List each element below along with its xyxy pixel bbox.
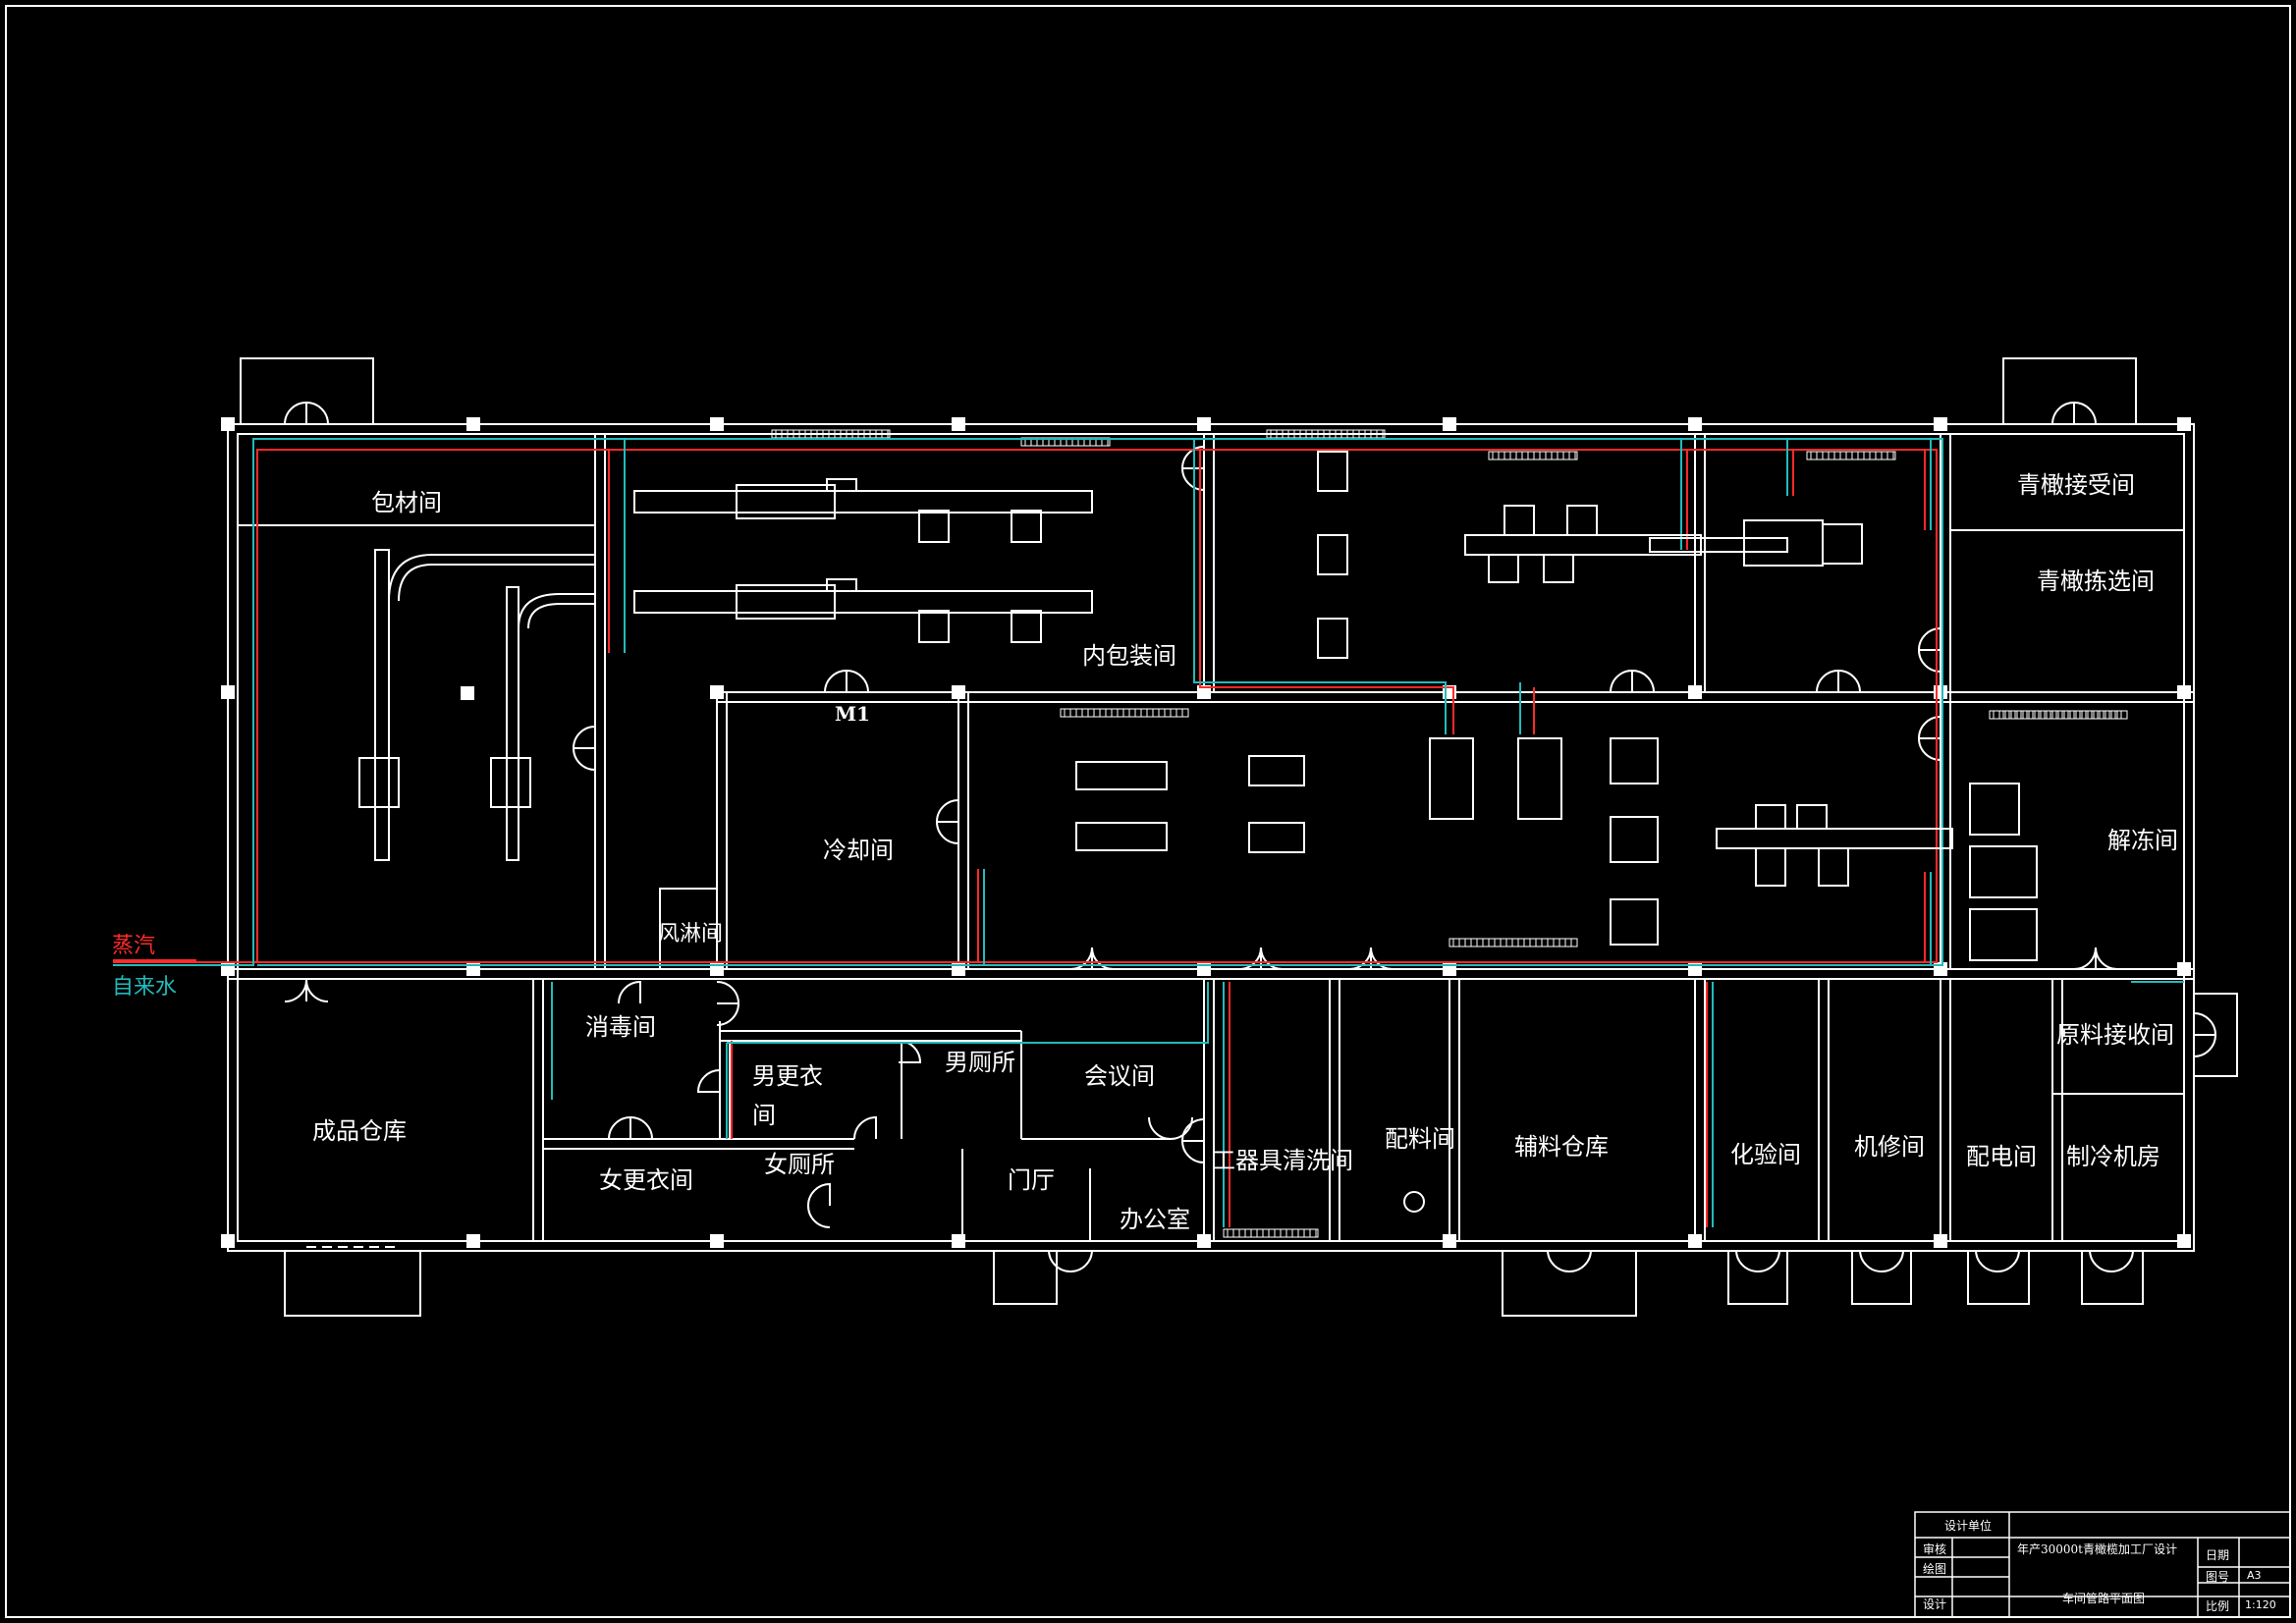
title-block: [1914, 1511, 2291, 1618]
column: [2177, 417, 2191, 431]
structural-columns: [221, 417, 2191, 1248]
column: [1197, 417, 1211, 431]
column: [952, 1234, 965, 1248]
column: [1197, 685, 1211, 699]
room-label-male-locker: 男更衣: [752, 1062, 823, 1090]
room-labels: 包材间 内包装间 冷却间 M1 风淋间 成品仓库 消毒间 男更衣 间 男厕所 会…: [312, 471, 2178, 1233]
column: [1443, 417, 1456, 431]
column: [952, 417, 965, 431]
column: [1688, 417, 1702, 431]
column: [2177, 685, 2191, 699]
room-label-aux-warehouse: 辅料仓库: [1514, 1133, 1609, 1161]
title-project: 年产30000t青橄榄加工厂设计: [2017, 1542, 2177, 1556]
steam-pipe-main: [113, 449, 1938, 963]
column: [710, 1234, 724, 1248]
building-walls: [227, 357, 2238, 1317]
room-label-lobby: 门厅: [1008, 1166, 1055, 1194]
title-sheet-value: A3: [2247, 1569, 2262, 1582]
room-label-batching: 配料间: [1385, 1125, 1455, 1153]
room-label-refrigeration: 制冷机房: [2066, 1143, 2160, 1170]
title-date-label: 日期: [2206, 1548, 2229, 1562]
title-review-label: 审核: [1923, 1542, 1946, 1556]
room-label-thawing: 解冻间: [2107, 827, 2178, 854]
room-label-female-toilet: 女厕所: [764, 1151, 835, 1178]
column: [1197, 1234, 1211, 1248]
drawing-frame: [5, 5, 2291, 1618]
title-scale-label: 比例: [2206, 1599, 2229, 1613]
column: [2177, 962, 2191, 976]
column: [1688, 685, 1702, 699]
equipment: [358, 451, 2038, 1213]
window: [1223, 1228, 1319, 1238]
window: [1806, 451, 1896, 460]
column: [461, 686, 474, 700]
column: [221, 685, 235, 699]
column: [466, 417, 480, 431]
room-label-male-locker-2: 间: [752, 1102, 776, 1129]
column: [710, 685, 724, 699]
title-design-unit-label: 设计单位: [1944, 1518, 1992, 1533]
water-pipe-main: [113, 438, 1943, 966]
room-label-tool-washing: 工器具清洗间: [1212, 1147, 1353, 1174]
column: [1443, 1234, 1456, 1248]
window: [1488, 451, 1578, 460]
room-label-lab: 化验间: [1730, 1141, 1801, 1168]
column: [2177, 1234, 2191, 1248]
window: [1449, 938, 1578, 947]
room-label-power: 配电间: [1966, 1143, 2037, 1170]
room-label-disinfection: 消毒间: [585, 1013, 656, 1041]
room-label-finished-warehouse: 成品仓库: [312, 1117, 407, 1145]
room-label-male-toilet: 男厕所: [945, 1049, 1015, 1076]
door-tag-m1: M1: [835, 702, 870, 726]
title-drawing: 车间管路平面图: [2062, 1591, 2145, 1605]
room-label-air-shower: 风淋间: [658, 922, 723, 947]
room-label-cooling: 冷却间: [823, 837, 894, 864]
title-scale-value: 1:120: [2245, 1598, 2276, 1611]
column: [466, 1234, 480, 1248]
column: [1688, 1234, 1702, 1248]
legend-steam-label: 蒸汽: [112, 934, 155, 958]
room-label-packaging-material: 包材间: [371, 489, 442, 516]
column: [1934, 1234, 1947, 1248]
window: [1998, 710, 2128, 720]
title-design-label: 设计: [1923, 1597, 1946, 1611]
room-label-inner-packing: 内包装间: [1082, 642, 1176, 670]
window: [1060, 708, 1189, 718]
column: [1934, 417, 1947, 431]
column: [952, 685, 965, 699]
room-label-repair: 机修间: [1854, 1133, 1925, 1161]
room-label-olive-receiving: 青橄接受间: [2017, 471, 2135, 499]
room-label-raw-receiving: 原料接收间: [2056, 1021, 2174, 1049]
column: [221, 1234, 235, 1248]
legend-water-label: 自来水: [112, 975, 177, 1000]
room-label-olive-sorting: 青橄拣选间: [2037, 568, 2155, 595]
room-label-meeting: 会议间: [1084, 1062, 1155, 1090]
pipe-network: [113, 438, 2184, 1227]
room-label-female-locker: 女更衣间: [599, 1166, 693, 1194]
title-sheet-label: 图号: [2206, 1570, 2229, 1584]
room-label-office: 办公室: [1120, 1206, 1190, 1233]
title-drawing-label: 绘图: [1923, 1561, 1946, 1576]
column: [710, 417, 724, 431]
column: [221, 417, 235, 431]
